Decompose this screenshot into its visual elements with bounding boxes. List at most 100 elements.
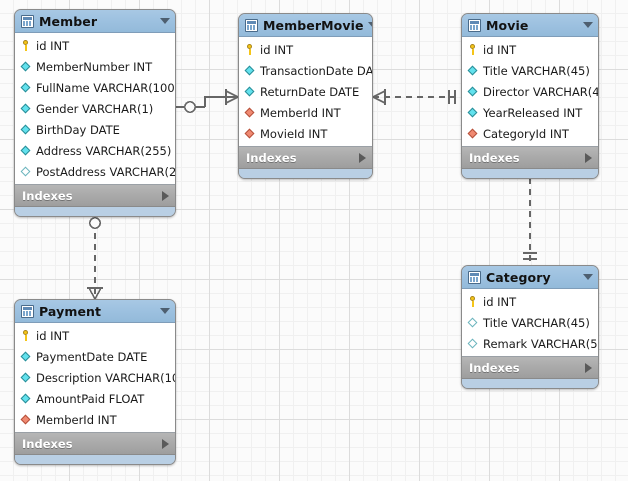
column-icon	[20, 144, 33, 157]
indexes-section-category[interactable]: Indexes	[462, 357, 598, 379]
foreign-key-icon	[244, 106, 257, 119]
relationship-member-membermovie	[176, 89, 239, 114]
column-row[interactable]: Remark VARCHAR(500)	[462, 333, 598, 354]
column-row[interactable]: YearReleased INT	[462, 102, 598, 123]
table-title: Payment	[39, 303, 102, 319]
column-row[interactable]: id INT	[239, 39, 372, 60]
column-row[interactable]: FullName VARCHAR(100)	[15, 77, 175, 98]
primary-key-icon	[20, 329, 33, 342]
indexes-label: Indexes	[246, 150, 297, 165]
indexes-label: Indexes	[22, 188, 73, 203]
table-header-member[interactable]: Member	[15, 10, 175, 33]
chevron-down-icon[interactable]	[367, 22, 372, 28]
column-icon	[20, 102, 33, 115]
column-label: Title VARCHAR(45)	[483, 63, 590, 78]
column-row[interactable]: MemberNumber INT	[15, 56, 175, 77]
foreign-key-icon	[20, 413, 33, 426]
column-label: FullName VARCHAR(100)	[36, 80, 176, 95]
indexes-section-membermovie[interactable]: Indexes	[239, 147, 372, 169]
column-row[interactable]: id INT	[462, 39, 598, 60]
table-header-payment[interactable]: Payment	[15, 300, 175, 323]
column-icon	[20, 81, 33, 94]
column-icon	[467, 106, 480, 119]
column-row[interactable]: Title VARCHAR(45)	[462, 312, 598, 333]
chevron-right-icon[interactable]	[359, 152, 366, 163]
column-label: id INT	[36, 38, 70, 53]
column-label: MovieId INT	[260, 126, 328, 141]
column-row[interactable]: CategoryId INT	[462, 123, 598, 144]
column-row[interactable]: id INT	[15, 325, 175, 346]
column-label: id INT	[483, 294, 517, 309]
chevron-right-icon[interactable]	[585, 362, 592, 373]
column-label: TransactionDate DATE	[260, 63, 373, 78]
column-label: AmountPaid FLOAT	[36, 391, 145, 406]
primary-key-icon	[467, 43, 480, 56]
column-row[interactable]: PostAddress VARCHAR(255)	[15, 161, 175, 182]
indexes-section-movie[interactable]: Indexes	[462, 147, 598, 169]
column-row[interactable]: id INT	[462, 291, 598, 312]
column-label: YearReleased INT	[483, 105, 583, 120]
chevron-right-icon[interactable]	[585, 152, 592, 163]
chevron-right-icon[interactable]	[162, 190, 169, 201]
column-row[interactable]: MemberId INT	[239, 102, 372, 123]
column-list: id INT Title VARCHAR(45) Director VARCHAR(…	[462, 37, 598, 147]
nullable-column-icon	[467, 337, 480, 350]
column-label: Address VARCHAR(255)	[36, 143, 172, 158]
indexes-label: Indexes	[469, 360, 520, 375]
table-movie[interactable]: Movie id INT Title VARCHAR(45) Director VAR…	[461, 13, 599, 179]
table-category[interactable]: Category id INT Title VARCHAR(45) Remark VA…	[461, 265, 599, 389]
column-row[interactable]: PaymentDate DATE	[15, 346, 175, 367]
column-row[interactable]: Address VARCHAR(255)	[15, 140, 175, 161]
table-title: Member	[39, 13, 98, 29]
column-icon	[467, 85, 480, 98]
primary-key-icon	[20, 39, 33, 52]
foreign-key-icon	[467, 127, 480, 140]
indexes-section-member[interactable]: Indexes	[15, 185, 175, 207]
column-row[interactable]: Title VARCHAR(45)	[462, 60, 598, 81]
table-footer	[239, 169, 372, 178]
table-title: Category	[486, 269, 551, 285]
chevron-down-icon[interactable]	[583, 274, 593, 280]
column-row[interactable]: Director VARCHAR(45)	[462, 81, 598, 102]
chevron-down-icon[interactable]	[160, 18, 170, 24]
table-header-category[interactable]: Category	[462, 266, 598, 289]
table-payment[interactable]: Payment id INT PaymentDate DATE Description…	[14, 299, 176, 465]
column-row[interactable]: TransactionDate DATE	[239, 60, 372, 81]
column-row[interactable]: id INT	[15, 35, 175, 56]
table-footer	[15, 207, 175, 216]
column-icon	[20, 123, 33, 136]
chevron-down-icon[interactable]	[160, 308, 170, 314]
column-icon	[20, 350, 33, 363]
indexes-section-payment[interactable]: Indexes	[15, 433, 175, 455]
column-icon	[244, 64, 257, 77]
column-label: MemberId INT	[260, 105, 341, 120]
column-label: Gender VARCHAR(1)	[36, 101, 154, 116]
column-list: id INT TransactionDate DATE ReturnDate DAT…	[239, 37, 372, 147]
column-label: Title VARCHAR(45)	[483, 315, 590, 330]
column-row[interactable]: AmountPaid FLOAT	[15, 388, 175, 409]
foreign-key-icon	[244, 127, 257, 140]
column-row[interactable]: Gender VARCHAR(1)	[15, 98, 175, 119]
table-icon	[245, 18, 258, 32]
table-header-movie[interactable]: Movie	[462, 14, 598, 37]
relationship-membermovie-movie	[372, 89, 461, 105]
column-icon	[20, 392, 33, 405]
column-list: id INT PaymentDate DATE Description VARCHA…	[15, 323, 175, 433]
column-list: id INT Title VARCHAR(45) Remark VARCHAR(50…	[462, 289, 598, 357]
table-member[interactable]: Member id INT MemberNumber INT FullName VAR…	[14, 9, 176, 217]
column-label: id INT	[483, 42, 517, 57]
column-label: Description VARCHAR(100)	[36, 370, 176, 385]
chevron-right-icon[interactable]	[162, 438, 169, 449]
primary-key-icon	[244, 43, 257, 56]
column-row[interactable]: Description VARCHAR(100)	[15, 367, 175, 388]
relationship-movie-category	[522, 166, 538, 265]
column-label: id INT	[36, 328, 70, 343]
column-row[interactable]: MemberId INT	[15, 409, 175, 430]
chevron-down-icon[interactable]	[583, 22, 593, 28]
column-row[interactable]: BirthDay DATE	[15, 119, 175, 140]
column-row[interactable]: MovieId INT	[239, 123, 372, 144]
column-row[interactable]: ReturnDate DATE	[239, 81, 372, 102]
table-header-membermovie[interactable]: MemberMovie	[239, 14, 372, 37]
